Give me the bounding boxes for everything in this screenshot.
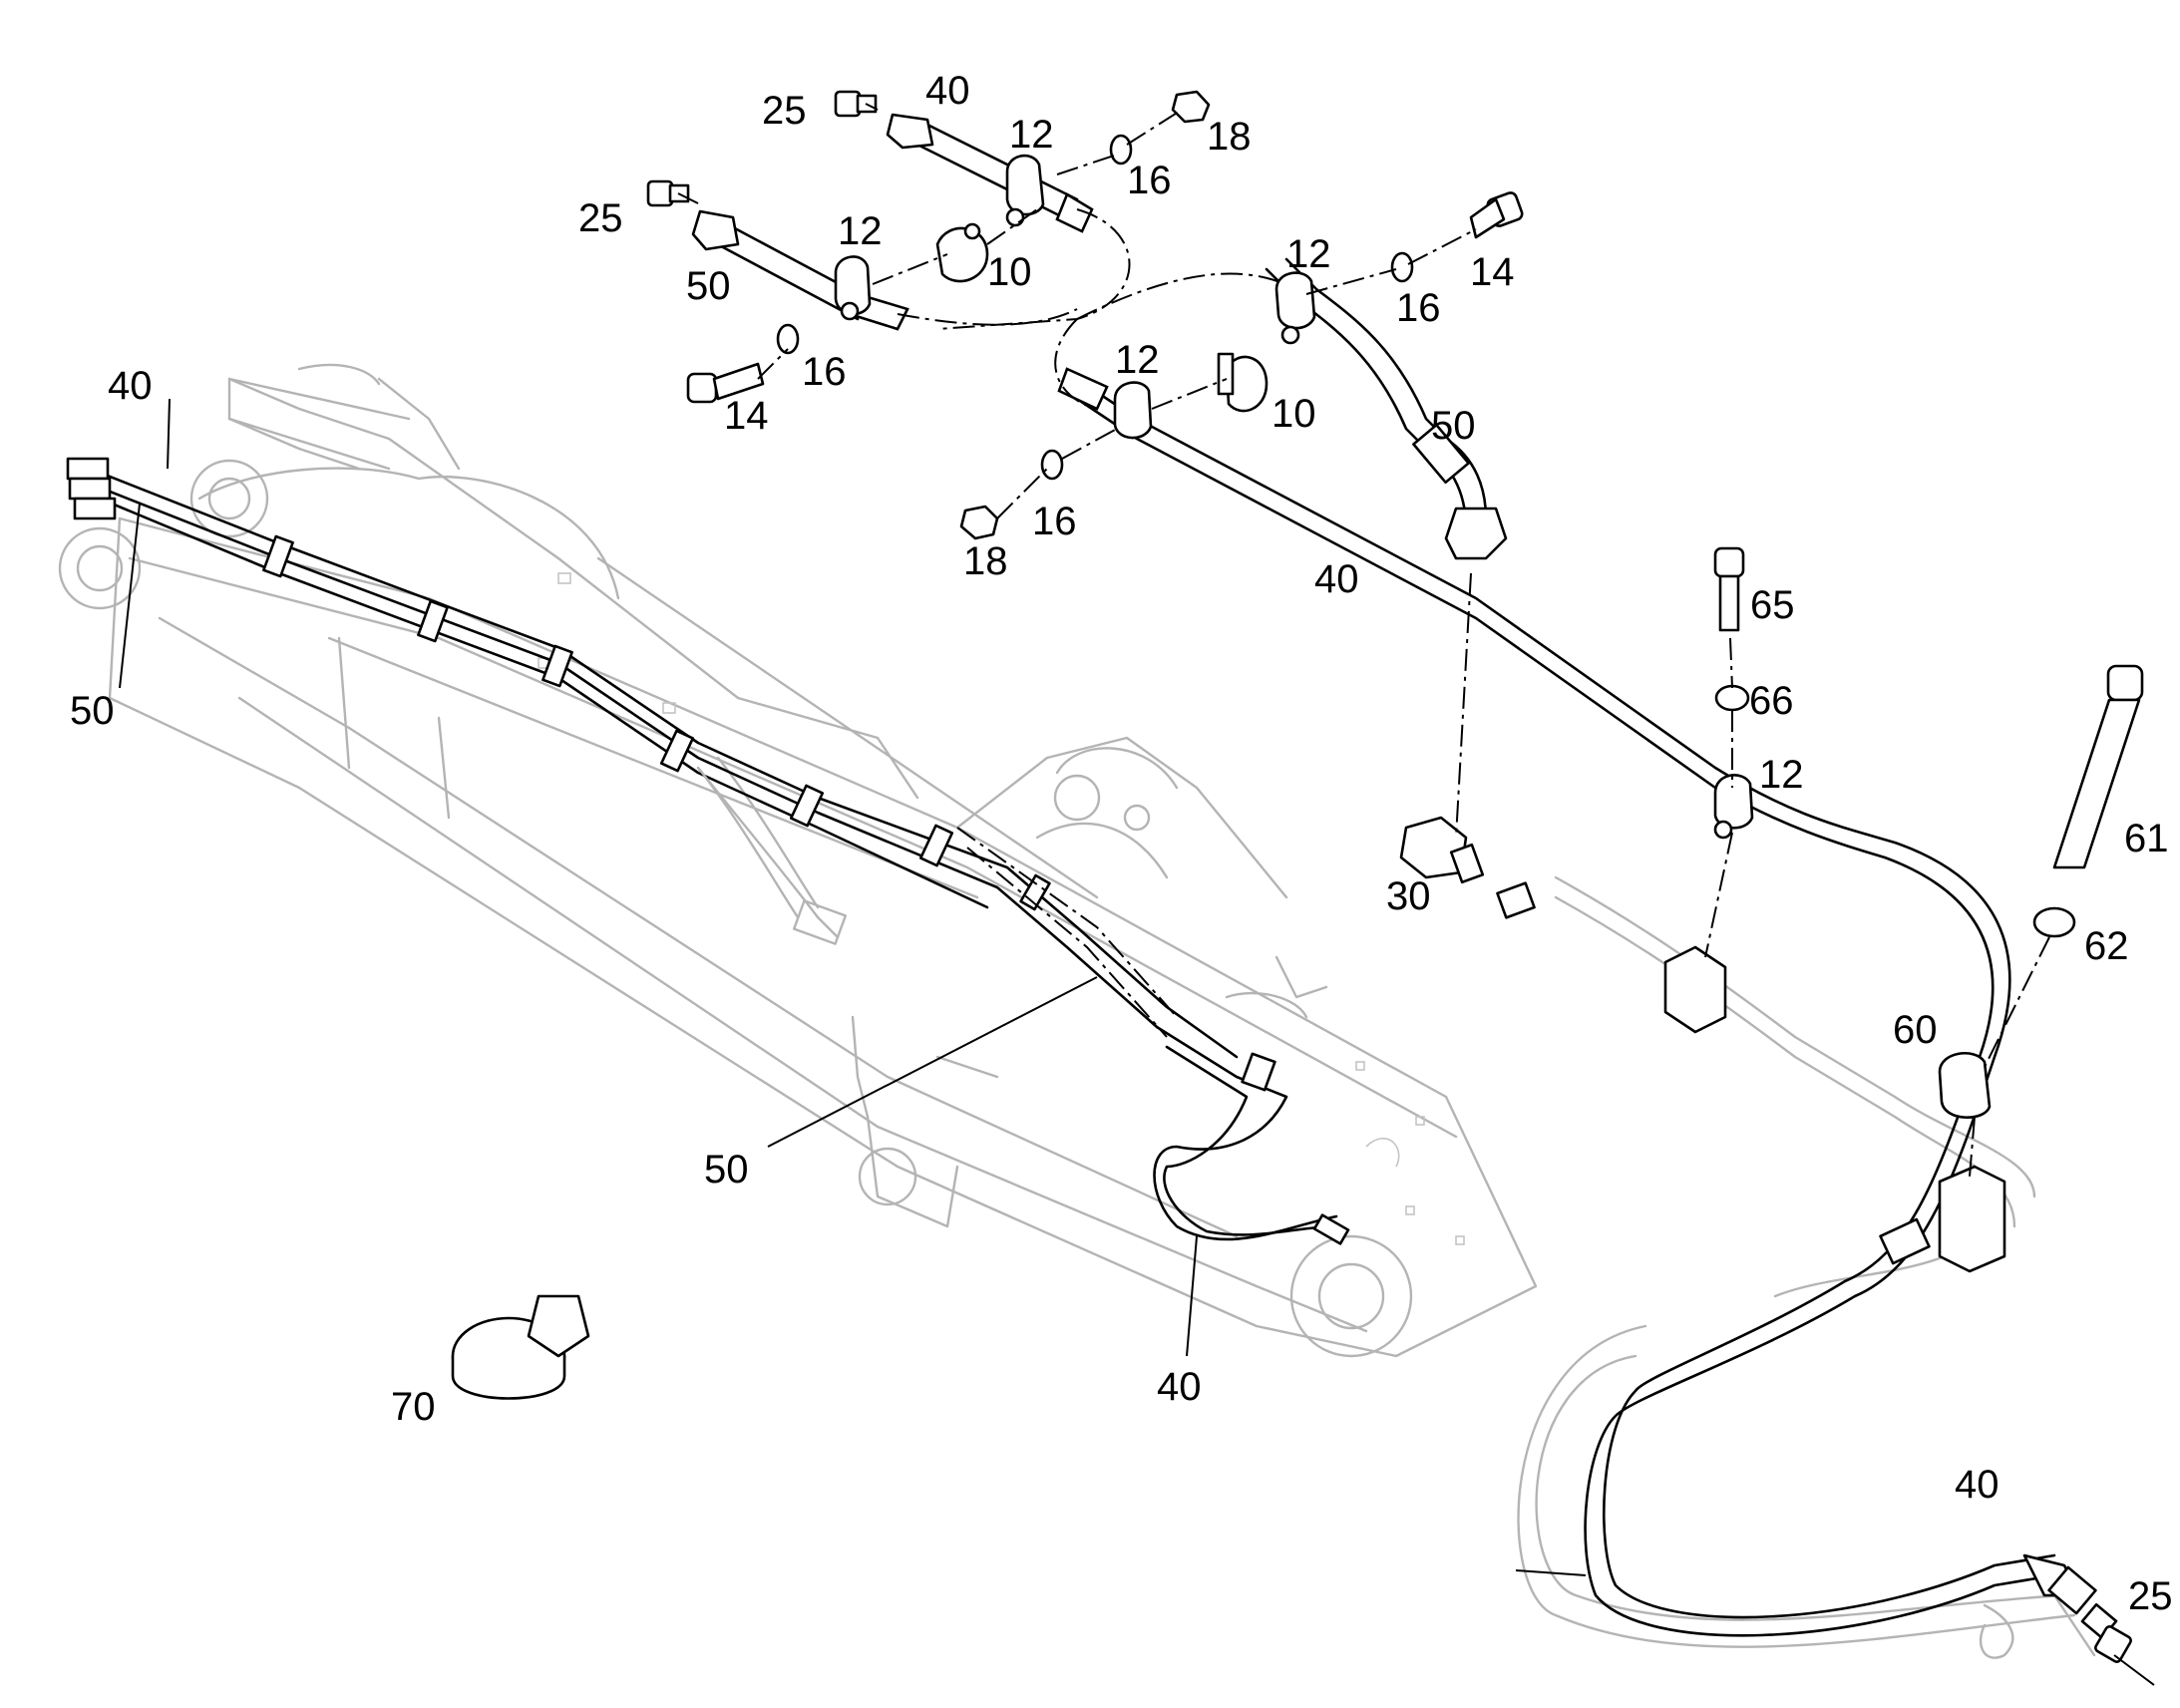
washer-16-right [1390, 251, 1414, 283]
callout: 40 [1157, 1365, 1202, 1409]
callout: 50 [70, 689, 115, 733]
callout: 40 [1955, 1463, 1999, 1507]
callout: 18 [1207, 115, 1252, 159]
hose-50-exploded [1265, 257, 1508, 560]
callout: 16 [802, 350, 847, 394]
fitting-25-mid [646, 179, 690, 207]
clamp-10-center [1217, 352, 1269, 413]
arm-hose-bundle [66, 457, 1350, 1245]
nut-18-top [1171, 90, 1211, 124]
callouts: 40 25 12 18 16 25 12 10 50 16 14 12 16 1… [70, 69, 2173, 1618]
callout: 50 [686, 264, 731, 308]
callout: 50 [1431, 404, 1476, 448]
callout: 12 [1115, 338, 1160, 382]
fitting-25-lower-right [2094, 1625, 2132, 1663]
callout: 10 [1272, 392, 1316, 436]
nut-18-lower [959, 505, 999, 540]
bolt-14-left [686, 362, 765, 404]
callout: 60 [1893, 1008, 1938, 1052]
hose-40-exploded [1057, 367, 2118, 1659]
callout: 62 [2084, 924, 2129, 968]
callout: 65 [1750, 583, 1795, 627]
bolt-65 [1713, 546, 1745, 632]
callout: 10 [987, 250, 1032, 294]
callout: 25 [762, 89, 807, 133]
clamp-10-top [935, 222, 989, 283]
callout: 12 [838, 209, 883, 253]
clamp-12-top [1005, 154, 1045, 227]
callout: 66 [1749, 679, 1794, 723]
callout: 70 [391, 1385, 436, 1429]
fitting-25-top [834, 90, 878, 118]
callout: 61 [2124, 817, 2169, 860]
callout: 50 [704, 1148, 749, 1192]
bolt-61 [2052, 664, 2144, 869]
leader-lines [119, 103, 2155, 1686]
callout: 12 [1759, 753, 1804, 797]
callout: 14 [724, 394, 769, 438]
callout: 40 [1314, 557, 1359, 601]
callout: 12 [1286, 232, 1331, 276]
callout: 16 [1396, 286, 1441, 330]
callout: 12 [1009, 113, 1054, 157]
callout: 16 [1032, 500, 1077, 543]
small-parts [451, 90, 2144, 1663]
clamp-12-mid [834, 255, 872, 321]
callout: 14 [1470, 250, 1515, 294]
clamp-block [1663, 945, 1727, 1034]
clamp-12-lower [1713, 774, 1754, 840]
callout: 16 [1127, 159, 1172, 202]
hose-stub-50-top [691, 209, 1297, 410]
boom-structure-ghost [58, 363, 2096, 1657]
washer-16-top [1109, 134, 1133, 166]
callout: 25 [578, 196, 623, 240]
clamp-12-right [1274, 271, 1316, 345]
callout: 18 [963, 539, 1008, 583]
callout: 30 [1386, 874, 1431, 918]
washer-62 [2032, 906, 2076, 938]
callout: 25 [2128, 1574, 2173, 1618]
callout: 40 [108, 364, 153, 408]
washer-16-lower [1040, 449, 1064, 481]
right-bracket [1879, 1165, 2006, 1273]
washer-16-left [776, 323, 800, 355]
washer-66 [1714, 684, 1750, 712]
bolt-14-right [1469, 191, 1524, 239]
band-70 [451, 1294, 590, 1400]
clamp-60 [1938, 1052, 1992, 1119]
callout: 40 [925, 69, 970, 113]
clamp-12-center [1113, 381, 1153, 440]
tee-30 [1399, 816, 1536, 919]
